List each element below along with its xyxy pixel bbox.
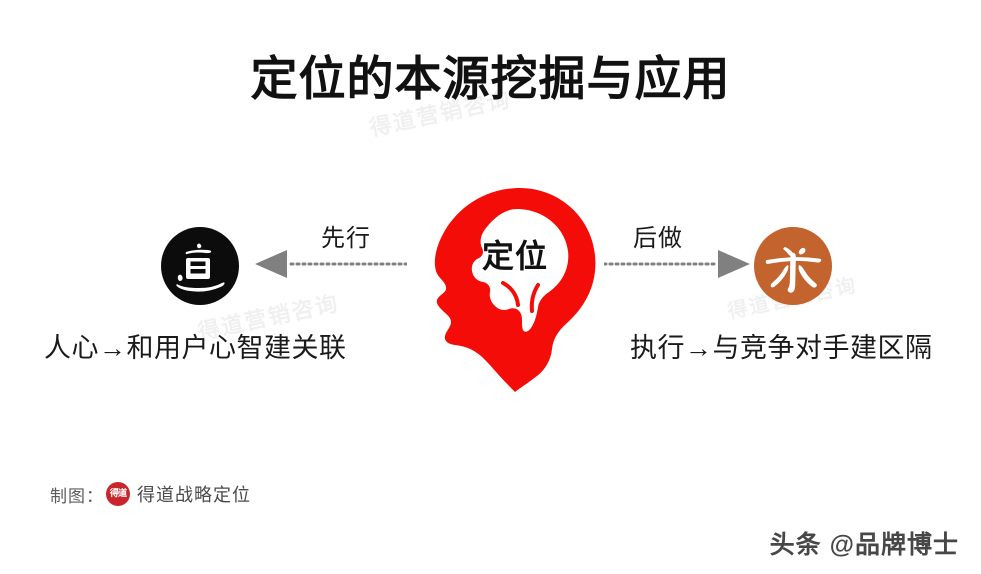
right-caption: 执行→与竞争对手建区隔 bbox=[630, 333, 933, 363]
dao-character-icon bbox=[176, 243, 225, 292]
left-caption: 人心→和用户心智建关联 bbox=[44, 333, 347, 363]
page-title: 定位的本源挖掘与应用 bbox=[250, 52, 731, 105]
arrow-head-left-icon bbox=[255, 250, 287, 278]
arrow-head-right-icon bbox=[718, 250, 750, 278]
shu-circle bbox=[754, 227, 832, 305]
left-arrow bbox=[255, 249, 407, 279]
credit-agency-name: 得道战略定位 bbox=[137, 485, 251, 505]
right-arrow-label: 后做 bbox=[633, 225, 683, 252]
agency-logo-text: 得道 bbox=[109, 488, 127, 499]
right-arrow bbox=[604, 249, 750, 279]
shu-character-icon bbox=[765, 247, 822, 293]
credit-prefix: 制图： bbox=[50, 486, 104, 506]
head-brain-icon bbox=[434, 188, 596, 392]
left-arrow-label: 先行 bbox=[321, 225, 371, 252]
dao-circle bbox=[161, 227, 239, 305]
credit-line: 制图： 得道 得道战略定位 bbox=[50, 481, 251, 507]
center-head-graphic: 定位 bbox=[425, 183, 605, 395]
platform-watermark: 头条 @品牌博士 bbox=[769, 531, 959, 559]
agency-logo-icon: 得道 bbox=[106, 482, 130, 506]
